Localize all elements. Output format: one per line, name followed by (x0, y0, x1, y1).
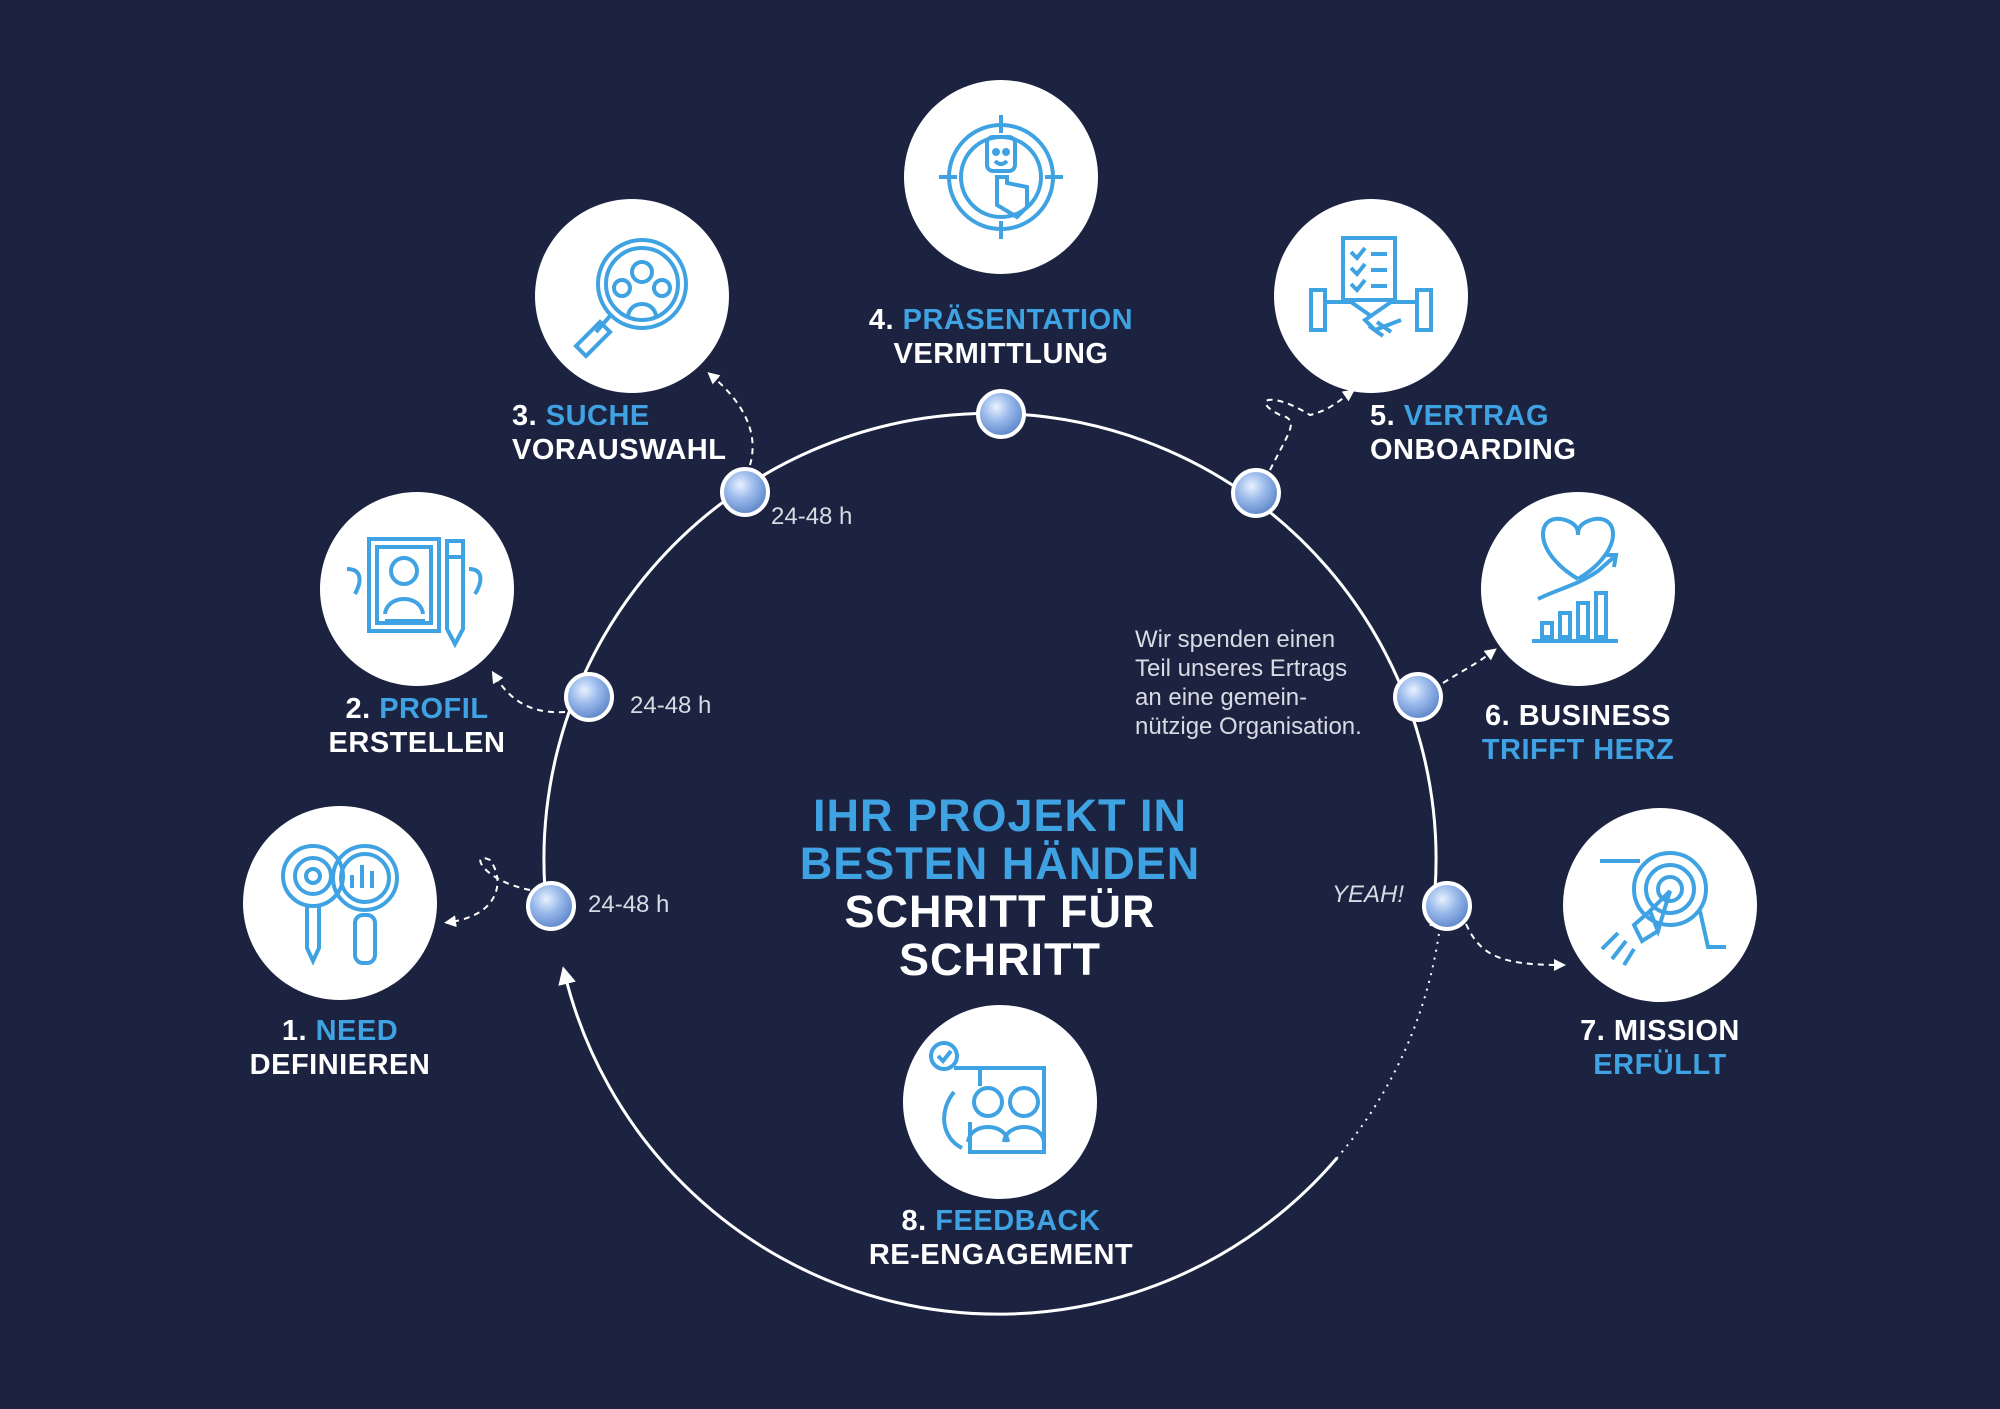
step-4-title: PRÄSENTATION (902, 304, 1134, 336)
center-title-line-1: IHR PROJEKT IN (812, 790, 1188, 841)
ring-node-1 (526, 881, 576, 931)
step-7-subtitle: ERFÜLLT (1593, 1049, 1727, 1081)
step-8-label: 8. FEEDBACK RE-ENGAGEMENT (869, 1204, 1133, 1272)
step-3-title: SUCHE (545, 400, 650, 432)
heart-growth-chart-icon (1481, 492, 1675, 686)
step-6-title: BUSINESS (1518, 700, 1672, 732)
step-4-subtitle: VERMITTLUNG (893, 338, 1109, 370)
donation-note-line-1: Wir spenden einen (1135, 626, 1336, 653)
step-2-subtitle: ERSTELLEN (328, 727, 506, 759)
step-4-number: 4. (868, 304, 895, 336)
magnifier-people-icon (535, 199, 729, 393)
ring-node-4 (976, 389, 1026, 439)
step-3-number: 3. (512, 400, 538, 432)
return-arrow-arc (558, 966, 1339, 1316)
step-7-label: 7. MISSION ERFÜLLT (1580, 1014, 1740, 1082)
step-4-label: 4. PRÄSENTATION VERMITTLUNG (869, 303, 1133, 371)
step-8-number: 8. (901, 1205, 927, 1237)
rocket-target-icon (1563, 808, 1757, 1002)
ring-node-5 (1231, 468, 1281, 518)
step-5-title: VERTRAG (1403, 400, 1550, 432)
team-feedback-check-icon (903, 1005, 1097, 1199)
contract-handshake-icon (1274, 199, 1468, 393)
connector-arrow-7 (1465, 923, 1566, 971)
donation-note: Wir spenden einen Teil unseres Ertrags a… (1135, 625, 1435, 741)
step-5-number: 5. (1370, 400, 1396, 432)
connector-arrow-5 (1264, 389, 1355, 471)
ring-node-2 (564, 672, 614, 722)
timing-label-3: 24-48 h (771, 503, 853, 530)
step-8-title: FEEDBACK (935, 1205, 1101, 1237)
yeah-annotation: YEAH! (1332, 881, 1405, 908)
step-1-number: 1. (281, 1015, 308, 1047)
step-7-number: 7. (1580, 1015, 1606, 1047)
timing-label-2: 24-48 h (630, 692, 712, 719)
ring-node-7 (1422, 881, 1472, 931)
step-5-subtitle: ONBOARDING (1370, 434, 1577, 466)
profile-document-pencil-icon (320, 492, 514, 686)
donation-note-line-3: an eine gemein- (1135, 684, 1308, 711)
connector-arrow-6 (1442, 648, 1497, 684)
step-1-label: 1. NEED DEFINIEREN (250, 1014, 431, 1082)
connector-arrow-3 (707, 372, 754, 466)
step-6-number: 6. (1484, 700, 1511, 732)
magnifier-analytics-icon (243, 806, 437, 1000)
step-2-number: 2. (345, 693, 371, 725)
ring-node-3 (720, 467, 770, 517)
step-3-label: 3. SUCHE VORAUSWAHL (512, 399, 726, 467)
step-6-label: 6. BUSINESS TRIFFT HERZ (1482, 699, 1674, 767)
center-title-line-2: BESTEN HÄNDEN (799, 838, 1201, 889)
step-2-title: PROFIL (379, 693, 489, 725)
timing-label-1: 24-48 h (588, 891, 670, 918)
center-title: IHR PROJEKT IN BESTEN HÄNDEN SCHRITT FÜR… (800, 792, 1201, 984)
target-person-touch-icon (904, 80, 1098, 274)
center-title-line-4: SCHRITT (898, 934, 1101, 985)
step-3-subtitle: VORAUSWAHL (512, 434, 727, 466)
ring-node-6 (1393, 672, 1443, 722)
connector-arrow-1 (444, 857, 531, 928)
step-8-subtitle: RE-ENGAGEMENT (868, 1239, 1134, 1271)
donation-note-line-4: nützige Organisation. (1135, 713, 1362, 740)
step-5-label: 5. VERTRAG ONBOARDING (1370, 399, 1576, 467)
connector-arrow-2 (491, 670, 566, 714)
dotted-ring-segment (1336, 925, 1441, 1159)
step-6-subtitle: TRIFFT HERZ (1481, 734, 1675, 766)
step-1-subtitle: DEFINIEREN (249, 1049, 431, 1081)
step-2-label: 2. PROFIL ERSTELLEN (329, 692, 506, 760)
center-title-line-3: SCHRITT FÜR (844, 886, 1156, 937)
donation-note-line-2: Teil unseres Ertrags (1135, 655, 1348, 682)
step-7-title: MISSION (1613, 1015, 1740, 1047)
step-1-title: NEED (315, 1015, 399, 1047)
